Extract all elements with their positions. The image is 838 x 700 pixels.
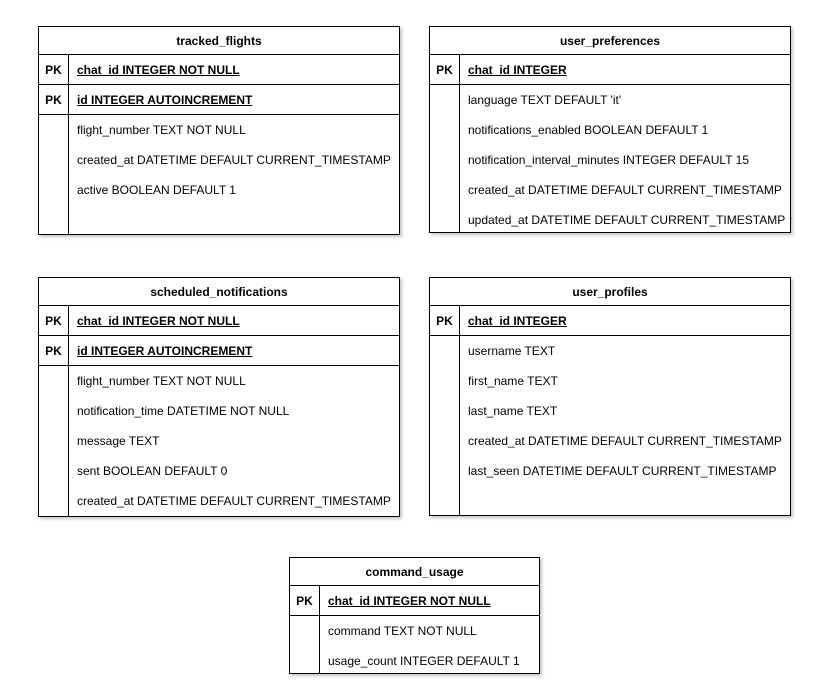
table-user-preferences: user_preferences PK chat_id INTEGER lang… xyxy=(429,26,791,233)
field-row: last_name TEXT xyxy=(468,404,558,418)
field-row: message TEXT xyxy=(77,434,160,448)
field-row: created_at DATETIME DEFAULT CURRENT_TIME… xyxy=(77,153,391,167)
field-row: notifications_enabled BOOLEAN DEFAULT 1 xyxy=(468,123,709,137)
pk-badge: PK xyxy=(39,306,69,335)
field-row: updated_at DATETIME DEFAULT CURRENT_TIME… xyxy=(468,213,786,227)
pk-gutter xyxy=(430,336,460,515)
pk-row: PK id INTEGER AUTOINCREMENT xyxy=(39,85,399,115)
table-command-usage: command_usage PK chat_id INTEGER NOT NUL… xyxy=(289,557,540,674)
field-row: language TEXT DEFAULT 'it' xyxy=(468,93,622,107)
table-body: command TEXT NOT NULL usage_count INTEGE… xyxy=(290,616,539,673)
field-row: command TEXT NOT NULL xyxy=(328,624,477,638)
pk-row: PK chat_id INTEGER NOT NULL xyxy=(39,306,399,336)
field-row: first_name TEXT xyxy=(468,374,558,388)
table-title: command_usage xyxy=(290,558,539,586)
pk-gutter xyxy=(290,616,320,673)
table-scheduled-notifications: scheduled_notifications PK chat_id INTEG… xyxy=(38,277,400,517)
pk-row: PK chat_id INTEGER xyxy=(430,55,790,85)
field-row: flight_number TEXT NOT NULL xyxy=(77,123,246,137)
pk-row: PK chat_id INTEGER NOT NULL xyxy=(39,55,399,85)
field-row: created_at DATETIME DEFAULT CURRENT_TIME… xyxy=(468,183,782,197)
pk-field: id INTEGER AUTOINCREMENT xyxy=(77,343,253,358)
field-row: created_at DATETIME DEFAULT CURRENT_TIME… xyxy=(77,494,391,508)
table-body: language TEXT DEFAULT 'it' notifications… xyxy=(430,85,790,232)
pk-field: chat_id INTEGER NOT NULL xyxy=(77,313,240,328)
table-title: user_preferences xyxy=(430,27,790,55)
pk-field: chat_id INTEGER xyxy=(468,313,567,328)
pk-badge: PK xyxy=(430,306,460,335)
pk-badge: PK xyxy=(39,55,69,84)
pk-badge: PK xyxy=(39,85,69,114)
pk-row: PK chat_id INTEGER NOT NULL xyxy=(290,586,539,616)
pk-row: PK id INTEGER AUTOINCREMENT xyxy=(39,336,399,366)
table-body: flight_number TEXT NOT NULL notification… xyxy=(39,366,399,516)
pk-gutter xyxy=(39,366,69,516)
field-row: sent BOOLEAN DEFAULT 0 xyxy=(77,464,228,478)
field-row: active BOOLEAN DEFAULT 1 xyxy=(77,183,236,197)
field-row: last_seen DATETIME DEFAULT CURRENT_TIMES… xyxy=(468,464,777,478)
pk-badge: PK xyxy=(430,55,460,84)
field-row: usage_count INTEGER DEFAULT 1 xyxy=(328,654,520,668)
pk-field: chat_id INTEGER NOT NULL xyxy=(77,62,240,77)
pk-gutter xyxy=(39,115,69,234)
table-user-profiles: user_profiles PK chat_id INTEGER usernam… xyxy=(429,277,791,516)
field-row: notification_interval_minutes INTEGER DE… xyxy=(468,153,750,167)
field-row: notification_time DATETIME NOT NULL xyxy=(77,404,290,418)
field-row: username TEXT xyxy=(468,344,556,358)
pk-field: chat_id INTEGER xyxy=(468,62,567,77)
table-title: tracked_flights xyxy=(39,27,399,55)
pk-row: PK chat_id INTEGER xyxy=(430,306,790,336)
table-body: flight_number TEXT NOT NULL created_at D… xyxy=(39,115,399,234)
table-body: username TEXT first_name TEXT last_name … xyxy=(430,336,790,515)
pk-badge: PK xyxy=(39,336,69,365)
pk-badge: PK xyxy=(290,586,320,615)
table-title: user_profiles xyxy=(430,278,790,306)
table-tracked-flights: tracked_flights PK chat_id INTEGER NOT N… xyxy=(38,26,400,235)
pk-field: chat_id INTEGER NOT NULL xyxy=(328,593,491,608)
table-title: scheduled_notifications xyxy=(39,278,399,306)
field-row: flight_number TEXT NOT NULL xyxy=(77,374,246,388)
pk-field: id INTEGER AUTOINCREMENT xyxy=(77,92,253,107)
pk-gutter xyxy=(430,85,460,232)
field-row: created_at DATETIME DEFAULT CURRENT_TIME… xyxy=(468,434,782,448)
